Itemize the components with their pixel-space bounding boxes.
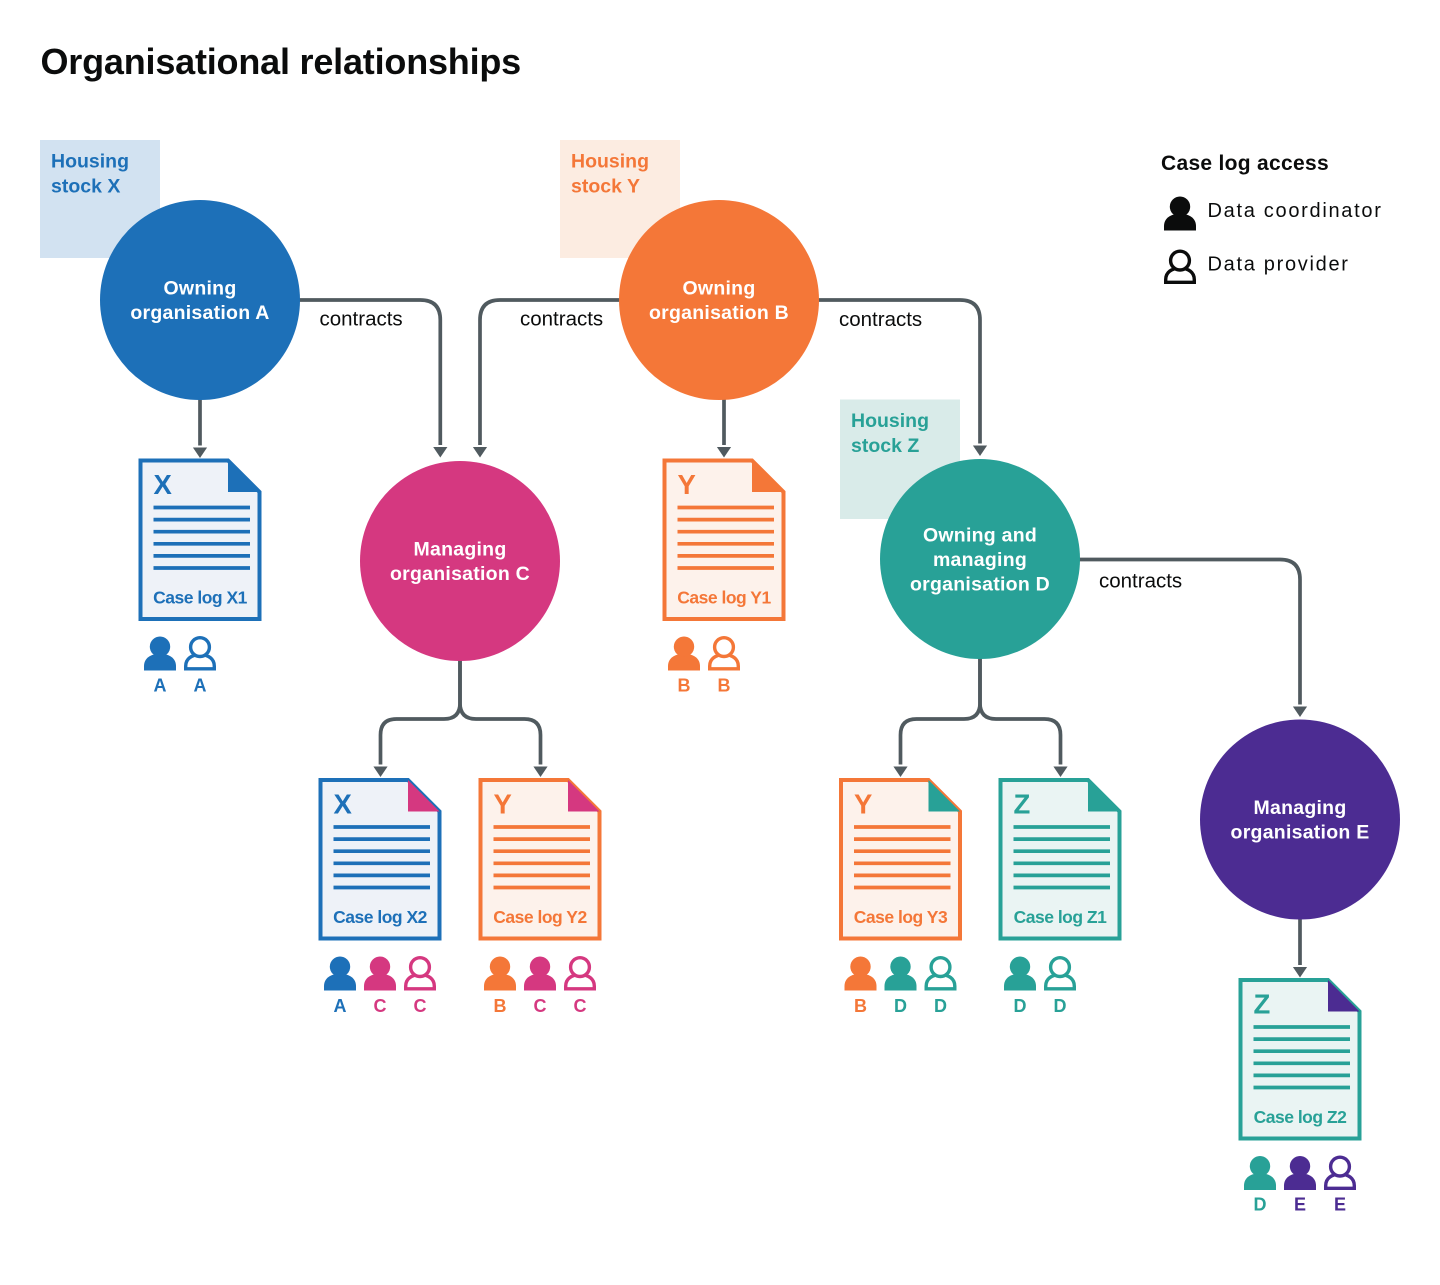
svg-text:Z: Z bbox=[1254, 989, 1271, 1020]
svg-text:X: X bbox=[334, 789, 353, 820]
svg-text:Data provider: Data provider bbox=[1208, 254, 1350, 276]
svg-text:C: C bbox=[414, 996, 427, 1016]
svg-text:E: E bbox=[1294, 1195, 1306, 1215]
svg-text:B: B bbox=[854, 996, 867, 1016]
svg-text:C: C bbox=[534, 996, 547, 1016]
svg-text:contracts: contracts bbox=[839, 308, 922, 331]
svg-text:A: A bbox=[154, 676, 167, 696]
svg-text:Owning and: Owning and bbox=[923, 524, 1037, 546]
svg-text:organisation D: organisation D bbox=[910, 573, 1050, 595]
svg-text:D: D bbox=[934, 996, 947, 1016]
svg-text:B: B bbox=[718, 676, 731, 696]
svg-text:Case log X1: Case log X1 bbox=[153, 588, 247, 608]
svg-text:contracts: contracts bbox=[1099, 570, 1182, 593]
svg-text:managing: managing bbox=[933, 549, 1027, 571]
svg-text:Organisational relationships: Organisational relationships bbox=[41, 41, 522, 82]
svg-text:Managing: Managing bbox=[414, 539, 507, 561]
svg-text:Owning: Owning bbox=[164, 278, 237, 300]
svg-text:organisation A: organisation A bbox=[130, 302, 269, 324]
svg-text:Case log Y1: Case log Y1 bbox=[677, 588, 771, 608]
svg-text:Case log Z1: Case log Z1 bbox=[1014, 907, 1107, 927]
svg-text:D: D bbox=[1014, 996, 1027, 1016]
svg-text:Housing: Housing bbox=[51, 151, 129, 173]
svg-text:stock X: stock X bbox=[51, 176, 120, 198]
svg-text:stock Z: stock Z bbox=[851, 435, 919, 457]
svg-text:D: D bbox=[1054, 996, 1067, 1016]
svg-text:X: X bbox=[154, 469, 173, 500]
svg-text:B: B bbox=[494, 996, 507, 1016]
svg-text:Owning: Owning bbox=[683, 278, 756, 300]
svg-text:Case log X2: Case log X2 bbox=[333, 907, 427, 927]
svg-text:D: D bbox=[894, 996, 907, 1016]
svg-text:Case log access: Case log access bbox=[1161, 152, 1329, 175]
svg-text:Managing: Managing bbox=[1254, 797, 1347, 819]
svg-text:D: D bbox=[1254, 1195, 1267, 1215]
svg-text:contracts: contracts bbox=[320, 308, 403, 331]
svg-text:E: E bbox=[1334, 1195, 1346, 1215]
svg-text:Y: Y bbox=[494, 789, 512, 820]
svg-text:contracts: contracts bbox=[520, 308, 603, 331]
svg-text:Case log Y2: Case log Y2 bbox=[493, 907, 587, 927]
svg-text:A: A bbox=[334, 996, 347, 1016]
svg-text:organisation C: organisation C bbox=[390, 563, 530, 585]
svg-text:Case log Z2: Case log Z2 bbox=[1254, 1107, 1347, 1127]
svg-text:C: C bbox=[574, 996, 587, 1016]
svg-text:C: C bbox=[374, 996, 387, 1016]
svg-text:organisation E: organisation E bbox=[1231, 822, 1370, 844]
svg-text:Housing: Housing bbox=[571, 151, 649, 173]
svg-text:B: B bbox=[678, 676, 691, 696]
svg-text:Y: Y bbox=[678, 469, 696, 500]
svg-text:Z: Z bbox=[1014, 789, 1031, 820]
svg-text:Data coordinator: Data coordinator bbox=[1208, 200, 1383, 222]
svg-text:organisation B: organisation B bbox=[649, 302, 789, 324]
svg-text:stock Y: stock Y bbox=[571, 176, 640, 198]
svg-text:Y: Y bbox=[854, 789, 872, 820]
svg-text:A: A bbox=[194, 676, 207, 696]
svg-text:Case log Y3: Case log Y3 bbox=[854, 907, 948, 927]
svg-text:Housing: Housing bbox=[851, 410, 929, 432]
